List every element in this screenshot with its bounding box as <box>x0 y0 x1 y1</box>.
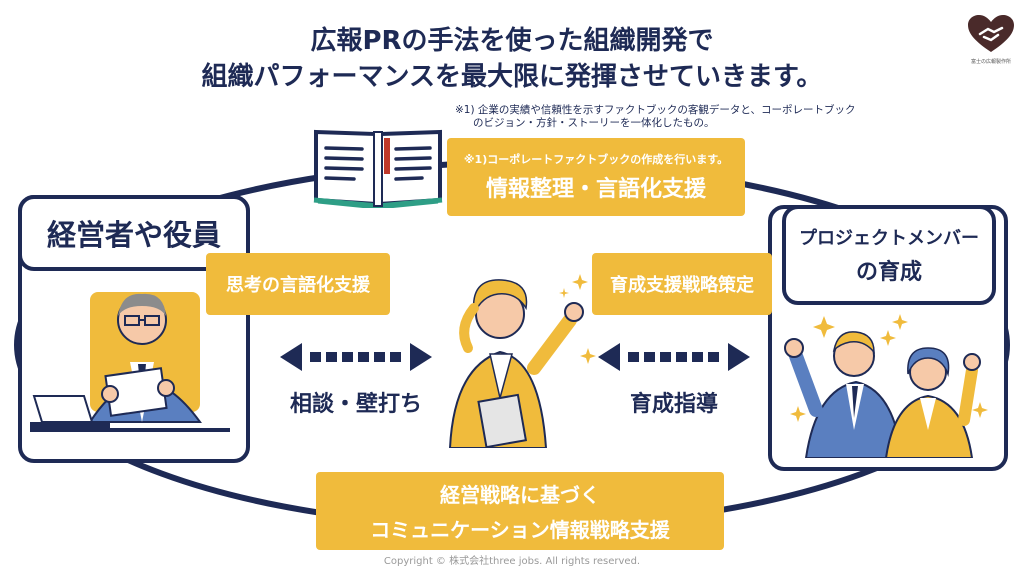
sparkle-icon <box>559 274 596 364</box>
page-title-line2: 組織パフォーマンスを最大限に発揮させていきます。 <box>201 62 823 92</box>
consultation-label: 相談・壁打ち <box>289 392 422 417</box>
sparkle-icon <box>790 314 988 422</box>
project-members-title-line2: の育成 <box>855 260 922 285</box>
executives-title: 経営者や役員 <box>46 218 221 252</box>
footnote-line2: のビジョン・方針・ストーリーを一体化したもの。 <box>473 117 715 129</box>
thinking-verbalization-box: 思考の言語化支援 <box>206 253 390 315</box>
heart-handshake-logo-icon <box>968 15 1014 52</box>
company-logo: 富士の広報製作所 <box>966 14 1016 66</box>
footnote: ※1) 企業の実績や信頼性を示すファクトブックの客観データと、コーポレートブック… <box>455 104 856 130</box>
executive-illustration <box>30 292 230 432</box>
communication-strategy-line1: 経営戦略に基づく <box>440 483 600 507</box>
project-members-illustration <box>784 314 988 458</box>
training-strategy-label: 育成支援戦略策定 <box>610 275 754 296</box>
info-organizing-note: ※1)コーポレートファクトブックの作成を行います。 <box>463 153 729 166</box>
double-arrow-icon <box>280 343 432 371</box>
open-book-icon <box>313 129 443 208</box>
info-organizing-label: 情報整理・言語化支援 <box>485 177 706 202</box>
communication-strategy-box: 経営戦略に基づく コミュニケーション情報戦略支援 <box>316 472 724 550</box>
footnote-line1: ※1) 企業の実績や信頼性を示すファクトブックの客観データと、コーポレートブック <box>455 104 856 116</box>
guidance-label: 育成指導 <box>629 392 718 417</box>
page-title-line1: 広報PRの手法を使った組織開発で <box>310 26 714 56</box>
thinking-verbalization-label: 思考の言語化支援 <box>226 275 370 296</box>
communication-strategy-line2: コミュニケーション情報戦略支援 <box>370 518 670 542</box>
info-organizing-box: ※1)コーポレートファクトブックの作成を行います。 情報整理・言語化支援 <box>447 138 745 216</box>
project-members-title-line1: プロジェクトメンバー <box>799 228 979 249</box>
copyright: Copyright © 株式会社three jobs. All rights r… <box>383 556 641 567</box>
double-arrow-icon <box>598 343 750 371</box>
consultant-illustration <box>448 274 596 448</box>
logo-caption: 富士の広報製作所 <box>970 59 1011 65</box>
training-strategy-box: 育成支援戦略策定 <box>592 253 772 315</box>
project-members-title-box: プロジェクトメンバー の育成 <box>782 205 996 305</box>
